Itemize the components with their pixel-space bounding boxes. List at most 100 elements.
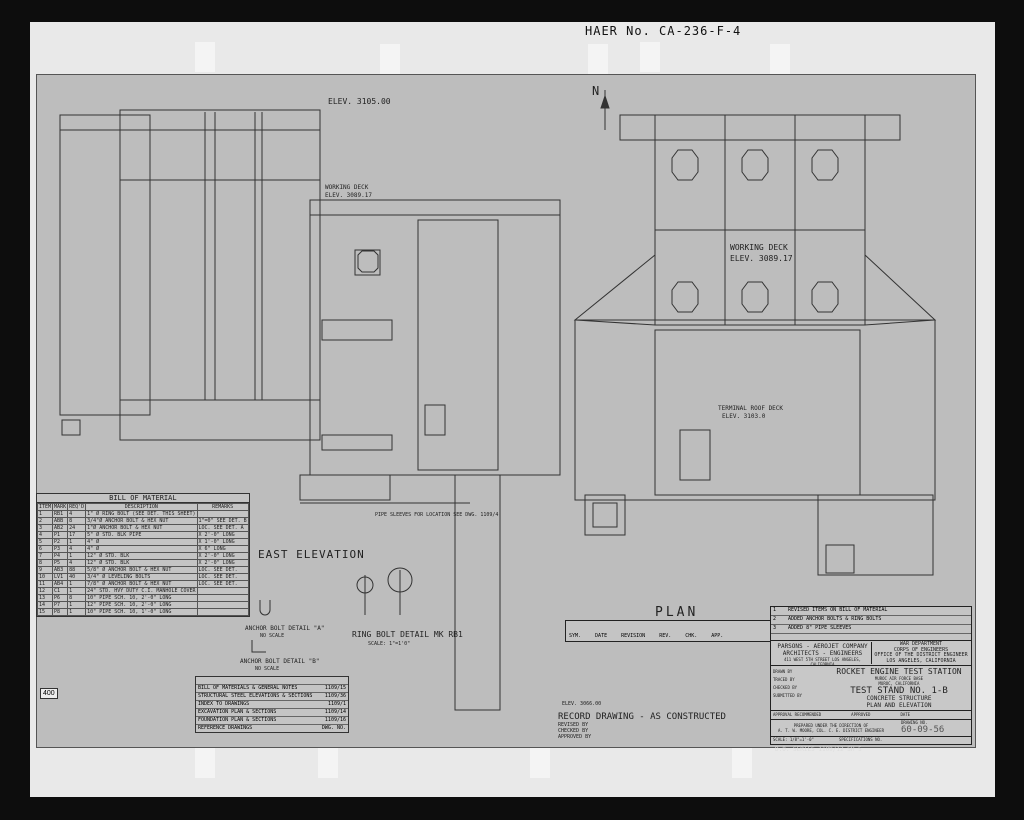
bom-cell: X 6" LONG [196,545,249,553]
drawn-by-label: DRAWN BY [773,669,793,674]
bom-cell: 12" Ø STD. BLK [85,559,198,567]
bom-cell: 14 [36,601,54,609]
bom-column-header: ITEM [36,503,54,511]
bom-cell: 10" PIPE SCH. 10, 2'-0" LONG [85,594,198,602]
terminal-roof-elev-label: ELEV. 3103.0 [722,413,766,420]
mounting-tab [195,42,215,72]
bom-cell: 15 [36,608,54,616]
base-location: MUROC, CALIFORNIA [878,681,920,686]
bom-cell: LOC. SEE DET. A [196,524,249,532]
plan-working-deck-label: WORKING DECK [730,243,788,252]
revision-column-header: REV. [659,633,672,639]
reference-cell: 1109/1 [327,701,346,707]
revision-column-header: REVISION [621,633,646,639]
reference-cell: BILL OF MATERIALS & GENERAL NOTES [198,685,298,691]
mounting-tab [530,748,550,778]
prepared-label: PREPARED UNDER THE DIRECTION OF [793,723,869,728]
revision-cell: ADDED ANCHOR BOLTS & RING BOLTS [788,616,882,622]
agency-office: OFFICE OF THE DISTRICT ENGINEER [874,652,968,658]
bom-cell: 1 [67,552,87,560]
bom-cell: P4 [52,552,69,560]
anchor-bolt-details [251,567,413,653]
agency-city: LOS ANGELES, CALIFORNIA [886,657,956,664]
revision-cell: ADDED 8" PIPE SLEEVES [788,625,852,631]
bom-cell [196,594,249,602]
drawing-subject-2: PLAN AND ELEVATION [866,701,932,709]
bom-cell: 11 [36,580,54,588]
base-name: MUROC AIR FORCE BASE [874,676,924,681]
revision-row: 2 ADDED ANCHOR BOLTS & RING BOLTS [771,616,971,625]
bom-cell: LOC. SEE DET. [196,573,249,581]
bom-cell: 24" STD. HVY DUTY C.I. MANHOLE COVER [85,587,198,595]
bom-cell: 88 [67,566,87,574]
reference-cell: INDEX TO DRAWINGS [198,701,250,707]
bom-cell: LOC. SEE DET. [196,566,249,574]
bom-cell: 3/4" Ø LEVELING BOLTS [85,573,198,581]
revision-cell: 1 [773,607,777,613]
ring-bolt-title: RING BOLT DETAIL MK RB1 [352,630,463,639]
bom-cell: 4" Ø [85,538,198,546]
anchor-bolt-b-scale: NO SCALE [255,666,280,672]
bom-cell: 8 [67,594,87,602]
haer-record-number: HAER No. CA-236-F-4 [585,24,742,38]
bom-cell: 12" PIPE SCH. 10, 2'-0" LONG [85,601,198,609]
bom-cell: AB4 [52,580,69,588]
drawing-series: D.O. SERIES 1109/12 SH 5 [775,746,862,753]
record-drawing-stamp: RECORD DRAWING - AS CONSTRUCTED REVISED … [558,712,726,740]
bom-cell: 1" Ø RING BOLT (SEE DET. THIS SHEET) [85,510,198,518]
bom-cell: 24 [67,524,87,532]
bom-cell: 10" PIPE SCH. 10, 1'-0" LONG [85,608,198,616]
stamp-line: APPROVED BY [558,734,592,740]
firm-address: 411 WEST 5TH STREET LOS ANGELES, CALIFOR… [783,657,862,667]
stamp-line: CHECKED BY [558,728,589,734]
revision-cell: 2 [773,616,777,622]
bom-cell: 9 [36,566,54,574]
reference-cell: 1109/36 [324,693,346,699]
bom-cell: 40 [67,573,87,581]
bom-cell: 1"=0" SEE DET. B [196,517,249,525]
reference-row: STRUCTURAL STEEL ELEVATIONS & SECTIONS 11… [196,692,348,700]
bom-cell [196,587,249,595]
reference-cell: STRUCTURAL STEEL ELEVATIONS & SECTIONS [198,693,313,699]
firm-name: PARSONS - AEROJET COMPANY [777,643,868,650]
east-elevation-view [299,199,561,711]
bom-cell [196,510,249,518]
bom-cell: 10 [36,573,54,581]
bom-title: BILL OF MATERIAL [37,494,249,503]
approved-label: APPROVED [851,712,871,717]
bom-cell: P1 [52,531,69,539]
bom-cell: C1 [52,587,69,595]
reference-cell: EXCAVATION PLAN & SECTIONS [198,709,277,715]
bom-column-header: REMARKS [196,503,249,511]
revision-column-header: SYM. [569,633,582,639]
drawing-subject: CONCRETE STRUCTURE [866,695,932,702]
drawing-number: 60-09-56 [901,725,945,735]
plan-view [573,90,937,576]
bom-cell: 3 [36,524,54,532]
bom-cell: P8 [52,608,69,616]
traced-by-label: TRACED BY [773,677,795,682]
bom-cell: P3 [52,545,69,553]
bom-cell: AB2 [52,524,69,532]
bom-cell: 4" Ø [85,545,198,553]
revision-cell: 3 [773,625,777,631]
approval-label: APPROVAL RECOMMENDED [773,712,822,717]
reference-code: DWG. NO. [321,725,346,731]
